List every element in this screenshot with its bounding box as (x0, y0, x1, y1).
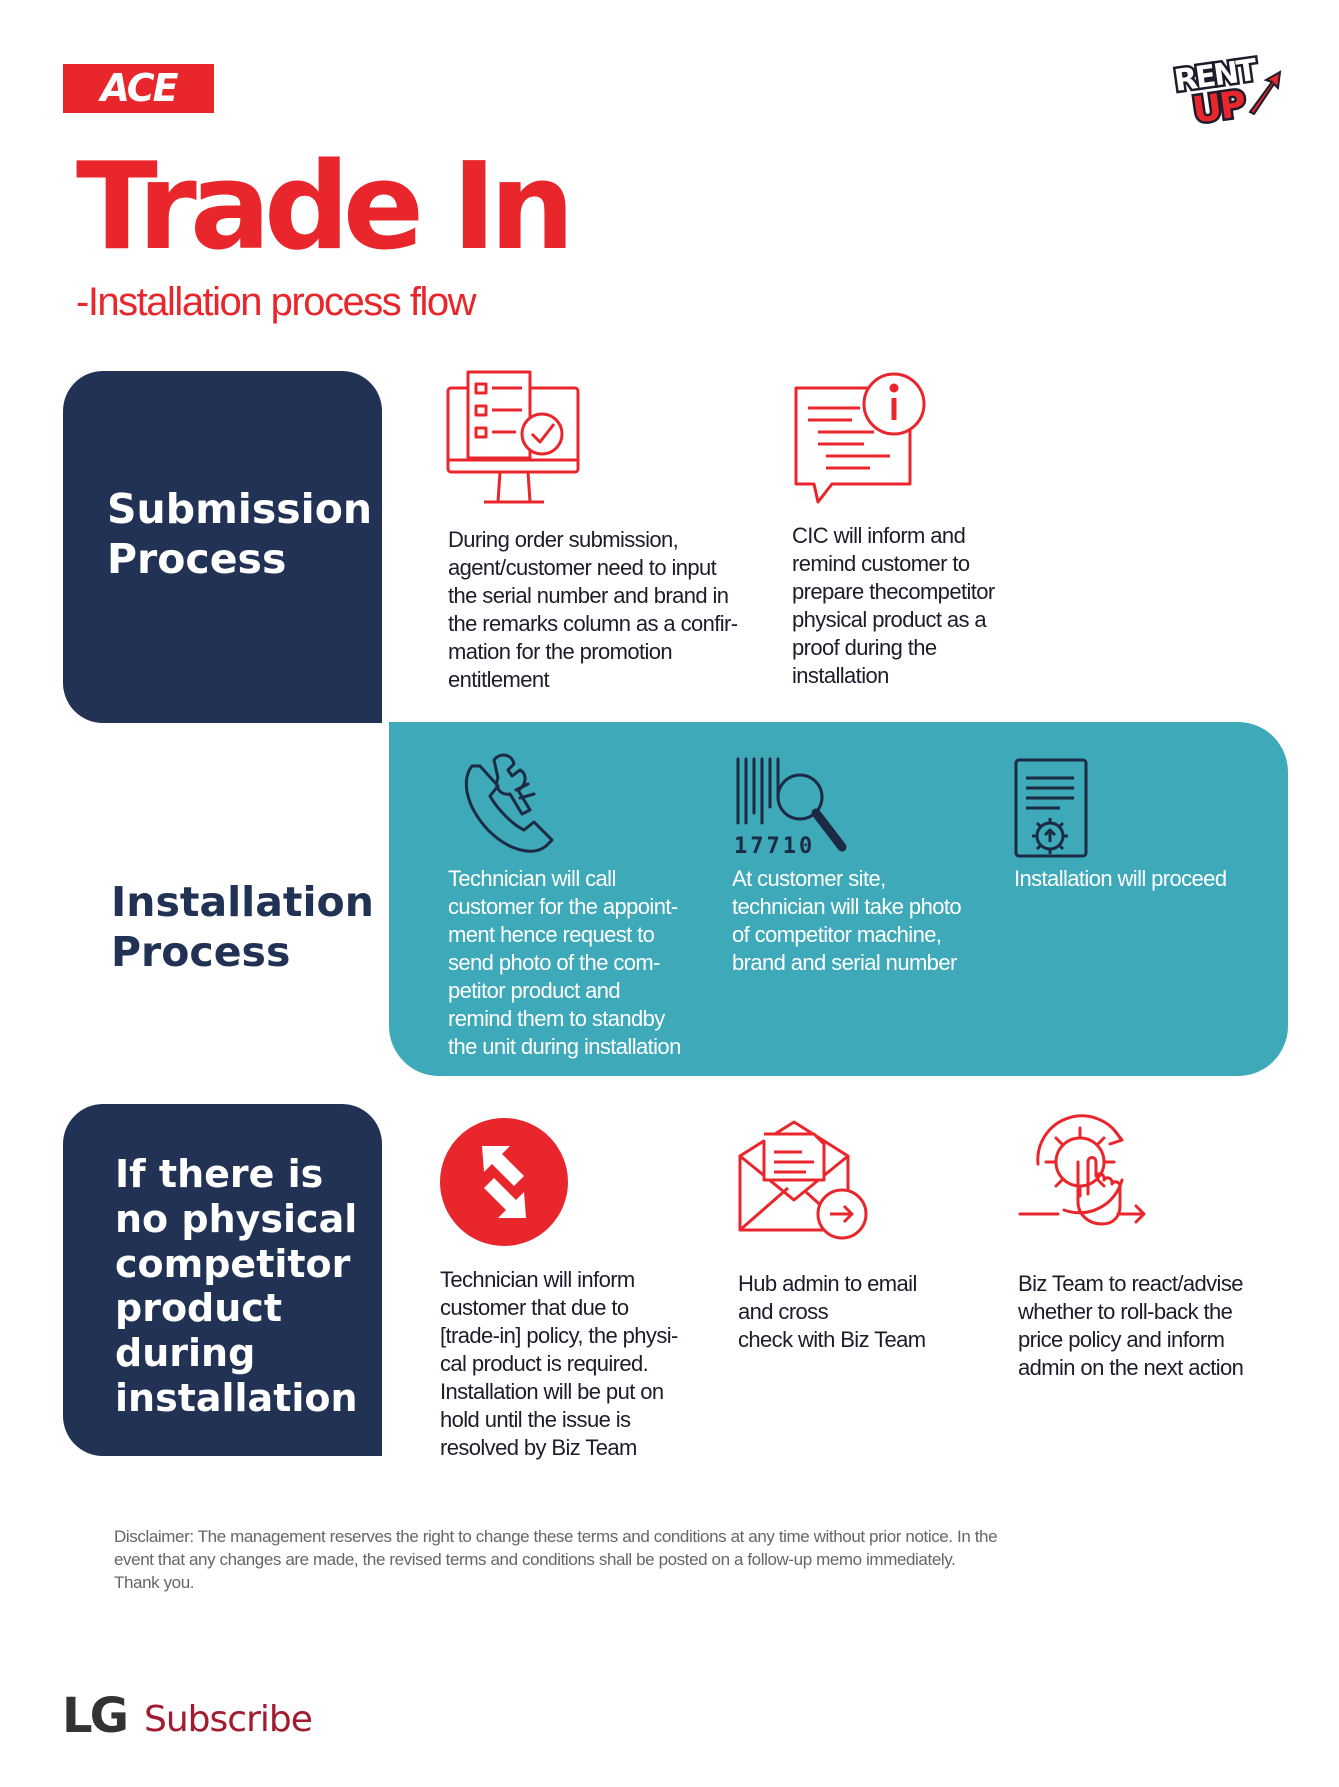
step-technician-inform-policy-text: Technician will inform customer that due… (440, 1267, 678, 1460)
rentup-logo: RENT UP (1170, 50, 1282, 130)
step-hub-admin-email-text: Hub admin to email and cross check with … (738, 1271, 926, 1352)
no-physical-product-panel (63, 1104, 382, 1456)
gear-hand-icon (1018, 1114, 1146, 1226)
installation-process-title: Installation Process (111, 878, 374, 977)
submission-process-panel (63, 371, 382, 723)
page-title: Trade In (76, 138, 575, 277)
rentup-arrow-icon (1248, 70, 1282, 116)
exchange-arrows-icon (440, 1118, 568, 1246)
barcode-number: 17710 (734, 834, 815, 859)
step-technician-call-text: Technician will call customer for the ap… (448, 866, 681, 1059)
submission-process-title: Submission Process (107, 485, 373, 584)
lg-logo: LG (62, 1688, 129, 1744)
barcode-search-icon: 17710 (734, 757, 847, 859)
installation-process-panel (389, 722, 1288, 1076)
step-order-submission-text: During order submission, agent/customer … (448, 527, 738, 692)
subscribe-logo: Subscribe (144, 1699, 313, 1740)
step-installation-proceed-text: Installation will proceed (1014, 866, 1227, 891)
email-send-icon (738, 1120, 868, 1240)
no-physical-product-title: If there is no physical competitor produ… (115, 1152, 358, 1421)
ace-logo: ACE (63, 64, 214, 113)
step-cic-inform-text: CIC will inform and remind customer to p… (792, 523, 995, 688)
rentup-logo-line2: UP (1190, 84, 1247, 130)
page-subtitle: -Installation process flow (76, 280, 476, 324)
info-message-icon (794, 372, 926, 504)
checklist-monitor-icon (446, 370, 580, 504)
phone-tool-icon (464, 753, 554, 853)
step-customer-site-photo-text: At customer site, technician will take p… (732, 866, 962, 975)
disclaimer-text: Disclaimer: The management reserves the … (114, 1527, 998, 1592)
document-gear-icon (1014, 758, 1088, 858)
step-biz-team-advise-text: Biz Team to react/advise whether to roll… (1018, 1271, 1244, 1380)
